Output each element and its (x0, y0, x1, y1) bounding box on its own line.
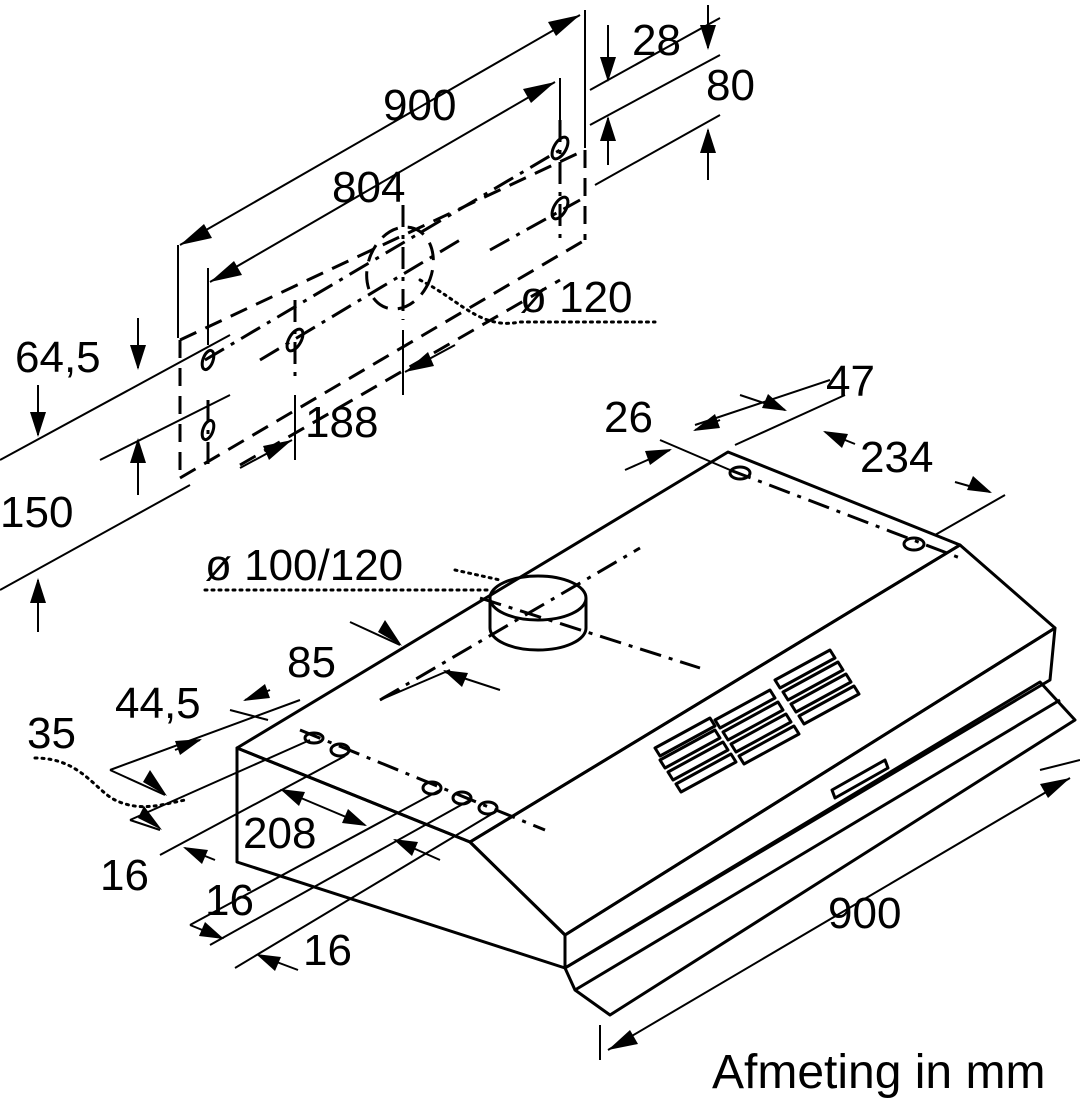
template-left-offset-label: 64,5 (15, 333, 101, 382)
hood-outlet-leader-2 (453, 568, 502, 582)
hood-extension-lines (109, 379, 1080, 1060)
hood-rear-hole-depth-label: 234 (860, 433, 933, 482)
template-outlet-diameter-label: ø 120 (520, 273, 633, 322)
mounting-template: 900 804 ø 120 64,5 150 188 28 80 (0, 5, 755, 632)
template-dimension-lines (30, 5, 716, 632)
hood-front-panel (563, 626, 1057, 970)
hood-rear-hole-offset-label: 47 (826, 357, 875, 406)
hood-depth-label: 85 (287, 638, 336, 687)
template-width-label: 900 (383, 81, 456, 130)
hood-outlet-diameter-label: ø 100/120 (205, 541, 403, 590)
hood-button-spacing-1-label: 16 (100, 851, 149, 900)
hood-rear-holes (728, 465, 926, 552)
template-outlet-circle (365, 225, 435, 311)
template-hole-spacing-label: 804 (332, 163, 405, 212)
hood-button-spacing-2-label: 16 (205, 876, 254, 925)
template-height-label: 150 (0, 488, 73, 537)
hood-top-face (235, 450, 962, 844)
outlet-leader (418, 278, 657, 325)
hood-button-spacing-3-label: 16 (303, 926, 352, 975)
hood-control-spacing-label: 208 (243, 809, 316, 858)
hood-body (235, 450, 1077, 1017)
hood-side-face (235, 746, 567, 970)
hood-outlet-collar (488, 574, 588, 652)
hood-vent-grille (653, 648, 861, 794)
hood-control-offset-label: 44,5 (115, 679, 201, 728)
template-outline (178, 148, 587, 480)
control-dot-leader (33, 756, 187, 809)
hood-visor (563, 680, 1077, 1017)
template-screw-holes (200, 135, 570, 442)
unit-caption: Afmeting in mm (712, 1046, 1045, 1098)
hood-width-label: 900 (828, 889, 901, 938)
template-right-spacing-label: 80 (706, 61, 755, 110)
hood-rear-offset-label: 26 (604, 393, 653, 442)
template-extension-lines (0, 10, 721, 591)
hood-control-dot-label: 35 (27, 709, 76, 758)
template-right-offset-label: 28 (632, 16, 681, 65)
template-outlet-offset-label: 188 (305, 398, 378, 447)
hood-slot (830, 758, 890, 800)
hood-dimension-lines (109, 394, 1071, 1051)
